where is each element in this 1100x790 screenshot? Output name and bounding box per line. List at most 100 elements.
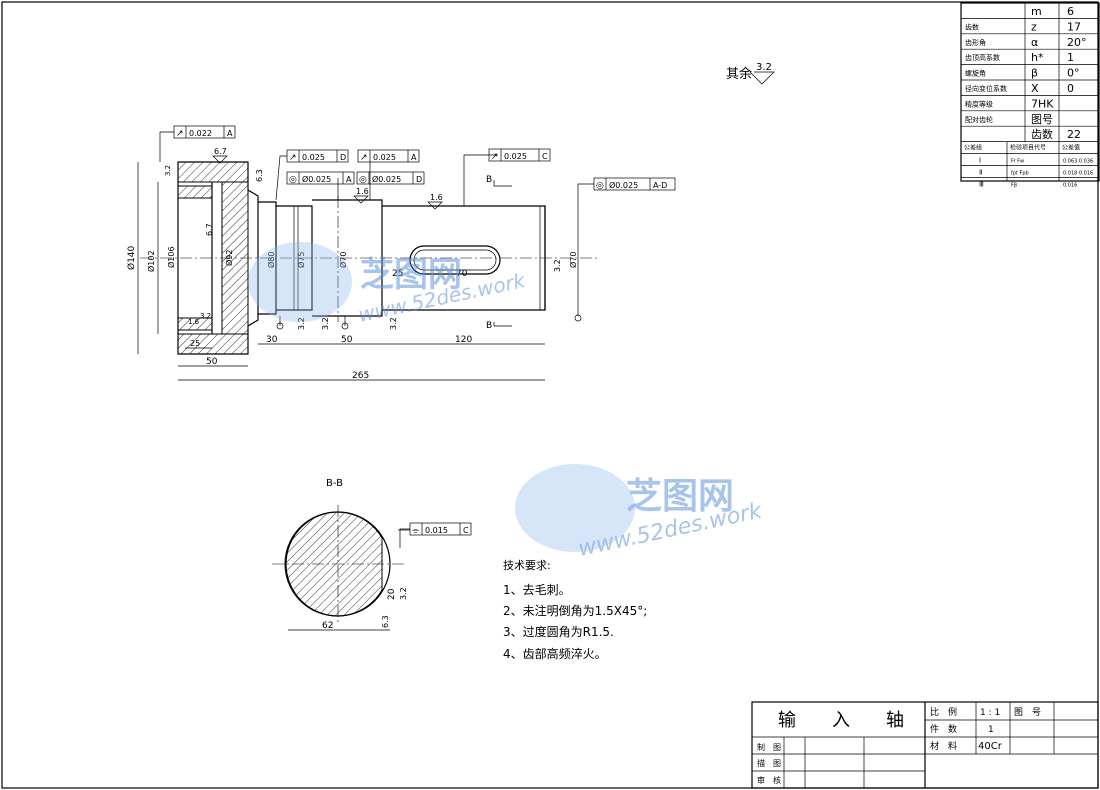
svg-text:比 例: 比 例 [930, 706, 957, 718]
tol-group: Ⅲ [979, 181, 984, 189]
svg-text:◎: ◎ [359, 175, 367, 185]
gear-param-sym: X [1031, 82, 1039, 95]
technical-requirements: 技术要求: 1、去毛刺。 2、未注明倒角为1.5X45°; 3、过度圆角为R1.… [503, 559, 647, 661]
dimensions: Ø140 Ø102 Ø106 Ø92 Ø80 Ø75 Ø70 Ø70 50 26… [126, 147, 582, 381]
svg-text:↗: ↗ [289, 153, 297, 163]
watermark-bottom: 芝图网 www.52des.work [515, 464, 765, 562]
svg-text:3.2: 3.2 [321, 317, 330, 330]
svg-text:0.015: 0.015 [425, 526, 448, 535]
dim-l120: 120 [455, 335, 472, 345]
gear-param-sym: 图号 [1031, 113, 1053, 126]
tol-value: 0.018 0.016 [1063, 171, 1093, 177]
tol-value: 0.063 0.036 [1063, 159, 1093, 165]
svg-text:B-B: B-B [326, 478, 343, 489]
svg-text:审 核: 审 核 [757, 775, 781, 785]
dim-d80: Ø80 [266, 252, 276, 268]
svg-text:6.3: 6.3 [255, 169, 264, 182]
tol-header: 检验项目代号 [1010, 144, 1046, 152]
dim-d102: Ø102 [146, 250, 156, 272]
dim-key70: 70 [456, 269, 468, 279]
svg-text:3.2: 3.2 [164, 165, 172, 176]
svg-text:件 数: 件 数 [930, 723, 957, 735]
svg-text:图 号: 图 号 [1014, 707, 1041, 718]
svg-text:0.025: 0.025 [302, 153, 325, 162]
svg-text:3.2: 3.2 [389, 317, 398, 330]
tech-item-1: 1、去毛刺。 [503, 583, 571, 597]
gear-param-sym: z [1031, 20, 1037, 33]
svg-text:◎: ◎ [289, 175, 297, 185]
dim-l50: 50 [206, 357, 218, 367]
tech-item-3: 3、过度圆角为R1.5. [503, 624, 614, 639]
svg-text:芝图网: 芝图网 [360, 255, 462, 295]
dim-d70: Ø70 [338, 252, 348, 268]
tol-code: fpt Fpb [1011, 171, 1029, 177]
gear-param-val: 20° [1067, 36, 1087, 49]
svg-text:1 : 1: 1 : 1 [980, 708, 1000, 718]
svg-text:3.2: 3.2 [756, 62, 772, 73]
gear-param-sym: α [1031, 36, 1038, 49]
svg-text:1: 1 [988, 725, 994, 735]
svg-text:0.025: 0.025 [504, 152, 527, 161]
svg-text:制 图: 制 图 [757, 742, 781, 752]
svg-text:C: C [463, 526, 469, 535]
gear-param-label: 配对齿轮 [965, 115, 993, 124]
gear-param-val: 0 [1067, 82, 1074, 95]
tol-code: Fr Fw [1011, 159, 1024, 165]
svg-text:技术要求:: 技术要求: [503, 559, 551, 572]
gear-param-label: 齿数 [965, 22, 979, 31]
part-name: 输 入 轴 [778, 710, 904, 731]
gear-param-sym: m [1031, 5, 1042, 18]
gear-param-val: 6 [1067, 5, 1074, 18]
svg-text:6.7: 6.7 [214, 147, 227, 156]
dim-l25: 25 [190, 339, 200, 348]
tech-item-4: 4、齿部高频淬火。 [503, 646, 607, 661]
dim-d140: Ø140 [126, 245, 137, 270]
dim-d70b: Ø70 [568, 252, 578, 268]
dim-l265: 265 [352, 371, 369, 381]
dim-l50b: 50 [341, 335, 353, 345]
svg-text:◎: ◎ [596, 181, 604, 191]
gear-param-label: 螺旋角 [965, 69, 986, 78]
svg-text:Ø0.025: Ø0.025 [609, 180, 638, 190]
svg-text:40Cr: 40Cr [978, 741, 1003, 752]
gear-param-label: 齿顶高系数 [965, 53, 1000, 62]
svg-text:0.025: 0.025 [373, 153, 396, 162]
dim-d75: Ø75 [296, 252, 306, 268]
svg-text:3.2: 3.2 [200, 312, 211, 320]
dim-d92: Ø92 [224, 250, 234, 266]
gear-param-val: 22 [1067, 128, 1081, 141]
gear-param-sym: 7HK [1031, 97, 1054, 110]
svg-text:0.022: 0.022 [189, 129, 212, 138]
svg-text:3.2: 3.2 [399, 587, 408, 600]
svg-text:6.3: 6.3 [381, 615, 390, 628]
dim-d106: Ø106 [166, 246, 176, 268]
svg-text:↗: ↗ [360, 153, 368, 163]
gear-param-sym: 齿数 [1031, 128, 1053, 141]
dim-l30: 30 [266, 335, 278, 345]
svg-text:C: C [542, 152, 548, 161]
svg-text:B: B [486, 175, 492, 185]
title-block: 输 入 轴 比 例 1 : 1 图 号 件 数 1 材 料 40Cr 制 图 描… [751, 701, 1099, 789]
svg-text:D: D [416, 175, 422, 184]
svg-text:Ø0.025: Ø0.025 [302, 174, 331, 184]
svg-text:6.7: 6.7 [205, 223, 214, 236]
watermark-top: 芝图网 www.52des.work [248, 242, 528, 327]
gear-param-val: 1 [1067, 51, 1074, 64]
svg-text:A: A [411, 153, 417, 162]
svg-text:B: B [486, 321, 492, 331]
gdt-frame-f3: ↗ 0.025 A [357, 149, 420, 163]
svg-text:20: 20 [387, 588, 397, 600]
svg-text:3.2: 3.2 [553, 259, 562, 272]
dim-key25: 25 [392, 269, 403, 279]
gear-param-sym: h* [1031, 51, 1044, 64]
svg-text:1.6: 1.6 [188, 318, 200, 326]
